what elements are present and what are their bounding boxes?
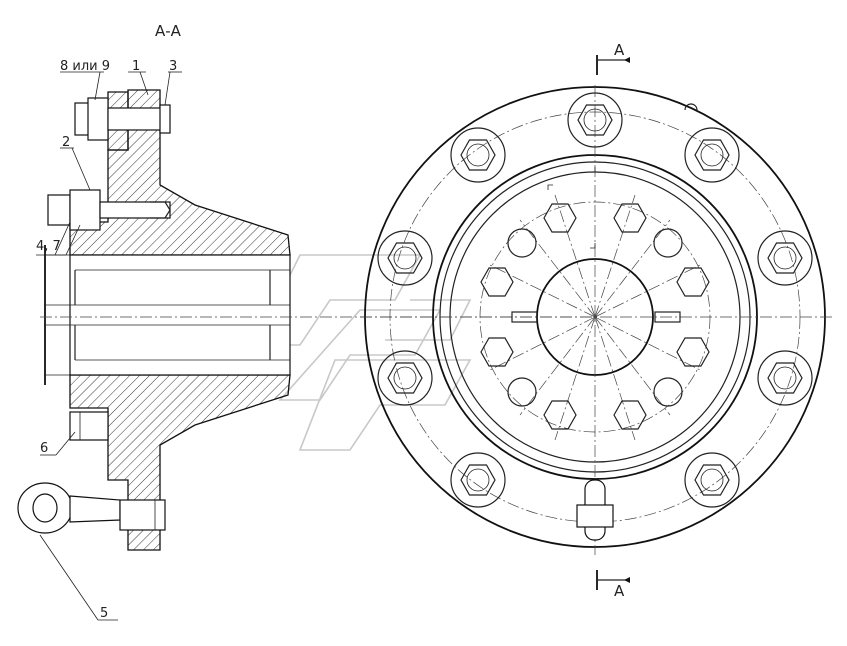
label-part-5: 5 xyxy=(100,606,108,621)
section-title: А-А xyxy=(155,22,182,40)
cut-label-top: А xyxy=(614,41,625,59)
eye-bolt-front xyxy=(576,479,614,541)
front-view: А А xyxy=(360,41,835,600)
radial-lines xyxy=(489,194,701,441)
label-part-6: 6 xyxy=(40,441,48,456)
bolt-middle xyxy=(47,189,171,231)
eye-bolt xyxy=(17,482,166,534)
inner-bolts xyxy=(480,203,710,430)
label-part-1: 1 xyxy=(132,59,140,74)
section-view: А-А xyxy=(17,22,600,621)
lower-flange-section xyxy=(69,374,291,551)
bolt-lower xyxy=(69,411,109,441)
label-part-8-9: 8 или 9 xyxy=(60,59,110,74)
label-part-4-7: 4, 7 xyxy=(36,239,61,254)
label-part-2: 2 xyxy=(62,135,70,150)
bolt-top xyxy=(74,97,171,141)
cut-marker-top: А xyxy=(596,41,630,75)
cut-marker-bottom: А xyxy=(596,570,630,600)
outer-bolts xyxy=(377,92,813,508)
cut-label-bottom: А xyxy=(614,582,625,600)
label-part-3: 3 xyxy=(169,59,177,74)
